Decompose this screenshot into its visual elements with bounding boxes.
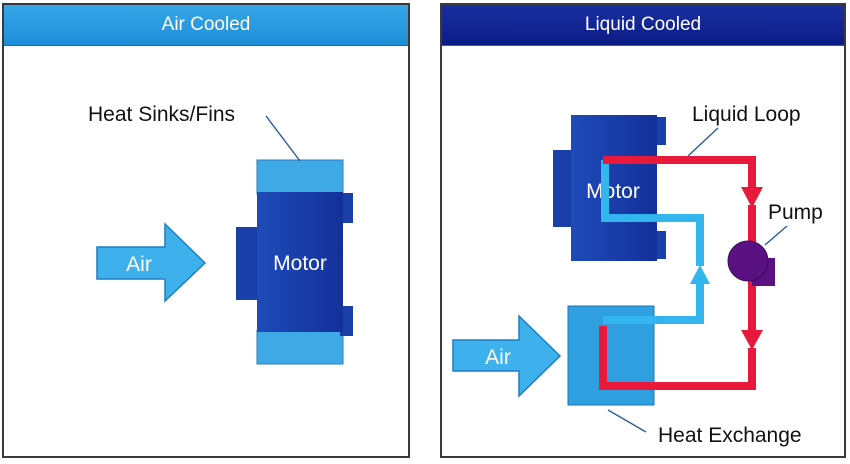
liquid-loop-leader-line (687, 127, 719, 157)
liquid-motor-label: Motor (586, 180, 640, 203)
liquid-motor-mount-right-bottom (655, 231, 666, 259)
heat-sink-fins-top (256, 159, 344, 195)
liquid-air-label: Air (485, 346, 511, 369)
air-arrow (96, 222, 207, 303)
cold-loop-line (603, 283, 704, 324)
pump-leader-line (764, 225, 788, 246)
pump-icon (727, 240, 769, 282)
cold-loop-upper-line (601, 160, 704, 266)
hot-loop-arrow-bottom (741, 330, 763, 350)
pump-label: Pump (768, 201, 823, 224)
hot-loop-top-line (603, 156, 756, 190)
heat-sink-fins-bottom (256, 329, 344, 365)
motor-body (257, 192, 343, 332)
liquid-motor-mount-left (553, 150, 575, 227)
air-cooled-title: Air Cooled (4, 5, 408, 46)
hot-loop-bottom-line (599, 326, 756, 390)
hot-loop-arrow-top (741, 187, 763, 208)
motor-label: Motor (273, 252, 327, 275)
liquid-air-arrow (452, 314, 562, 398)
heat-sinks-label: Heat Sinks/Fins (88, 103, 235, 126)
liquid-loop-label: Liquid Loop (692, 103, 801, 126)
liquid-cooled-title: Liquid Cooled (442, 5, 844, 46)
cold-loop-arrow (690, 265, 710, 284)
motor-mount-right-bottom (340, 306, 353, 336)
heat-exchange-leader-line (607, 409, 647, 433)
motor-mount-right-top (340, 193, 353, 223)
liquid-motor-mount-right-top (655, 117, 666, 145)
liquid-motor-body (571, 115, 657, 261)
motor-mount-left (236, 227, 258, 300)
heat-sinks-leader-line (265, 115, 301, 162)
air-label: Air (126, 253, 152, 276)
heat-exchange-label: Heat Exchange (658, 424, 802, 447)
